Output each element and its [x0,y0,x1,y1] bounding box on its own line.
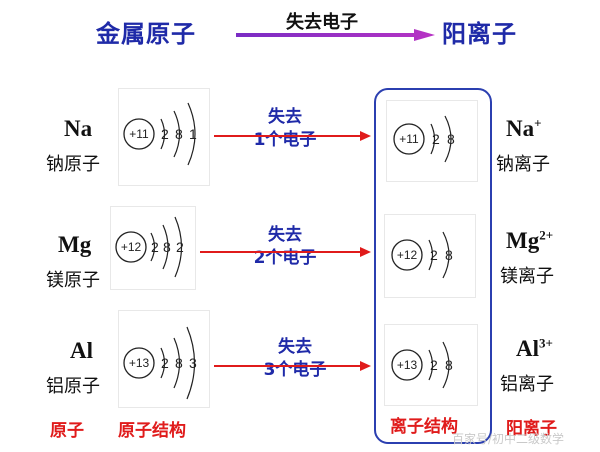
svg-text:3: 3 [189,355,197,371]
svg-text:2: 2 [161,126,169,142]
svg-text:+13: +13 [397,358,418,372]
atom-symbol-na: Na [64,116,93,141]
atom-name-al: 铝原子 [46,376,100,397]
svg-text:8: 8 [445,247,453,263]
atom-structure-al: +13 2 8 3 [118,310,210,408]
arrow-mg [200,247,371,257]
arrow-al [214,361,371,371]
header-cation: 阳离子 [442,20,517,48]
svg-text:+12: +12 [397,248,418,262]
ion-name-na: 钠离子 [496,154,550,175]
arrow-na [214,131,371,141]
header-metal-atom: 金属原子 [96,20,196,48]
svg-text:+11: +11 [399,132,419,146]
atom-name-mg: 镁原子 [46,270,100,291]
svg-text:8: 8 [175,126,183,142]
atom-nucleus-na: +11 [129,127,149,141]
ion-structure-na: +11 2 8 [386,100,478,182]
atom-structure-na: +11 2 8 1 [118,88,210,186]
ion-structure-al: +13 2 8 [384,324,478,406]
svg-text:2: 2 [430,247,438,263]
svg-text:8: 8 [163,239,171,255]
svg-text:+13: +13 [129,356,150,370]
label-cation: 阳离子 [506,419,557,439]
svg-text:2: 2 [432,131,440,147]
label-ion-structure: 离子结构 [390,417,458,437]
ion-symbol-mg: Mg2+ [506,227,554,253]
svg-text:2: 2 [430,357,438,373]
label-atom-structure: 原子结构 [118,421,186,441]
svg-text:+12: +12 [121,240,142,254]
svg-text:8: 8 [445,357,453,373]
atom-symbol-mg: Mg [58,232,92,257]
atom-structure-mg: +12 2 8 2 [110,206,196,290]
ion-structure-box [374,88,492,444]
ion-symbol-na: Na+ [506,115,542,141]
svg-text:2: 2 [151,239,159,255]
ion-structure-mg: +12 2 8 [384,214,476,298]
svg-text:1: 1 [189,126,197,142]
header-arrow [236,29,435,41]
ion-symbol-al: Al3+ [516,335,553,361]
atom-name-na: 钠原子 [46,154,100,175]
svg-text:8: 8 [447,131,455,147]
ion-name-al: 铝离子 [500,374,554,395]
watermark: 百家号/初中二级数学 [452,432,565,446]
svg-text:8: 8 [175,355,183,371]
label-atom: 原子 [50,421,84,441]
atom-symbol-al: Al [70,338,93,363]
svg-text:2: 2 [176,239,184,255]
header-lose-electrons: 失去电子 [286,12,358,33]
svg-text:2: 2 [161,355,169,371]
ion-name-mg: 镁离子 [500,266,554,287]
